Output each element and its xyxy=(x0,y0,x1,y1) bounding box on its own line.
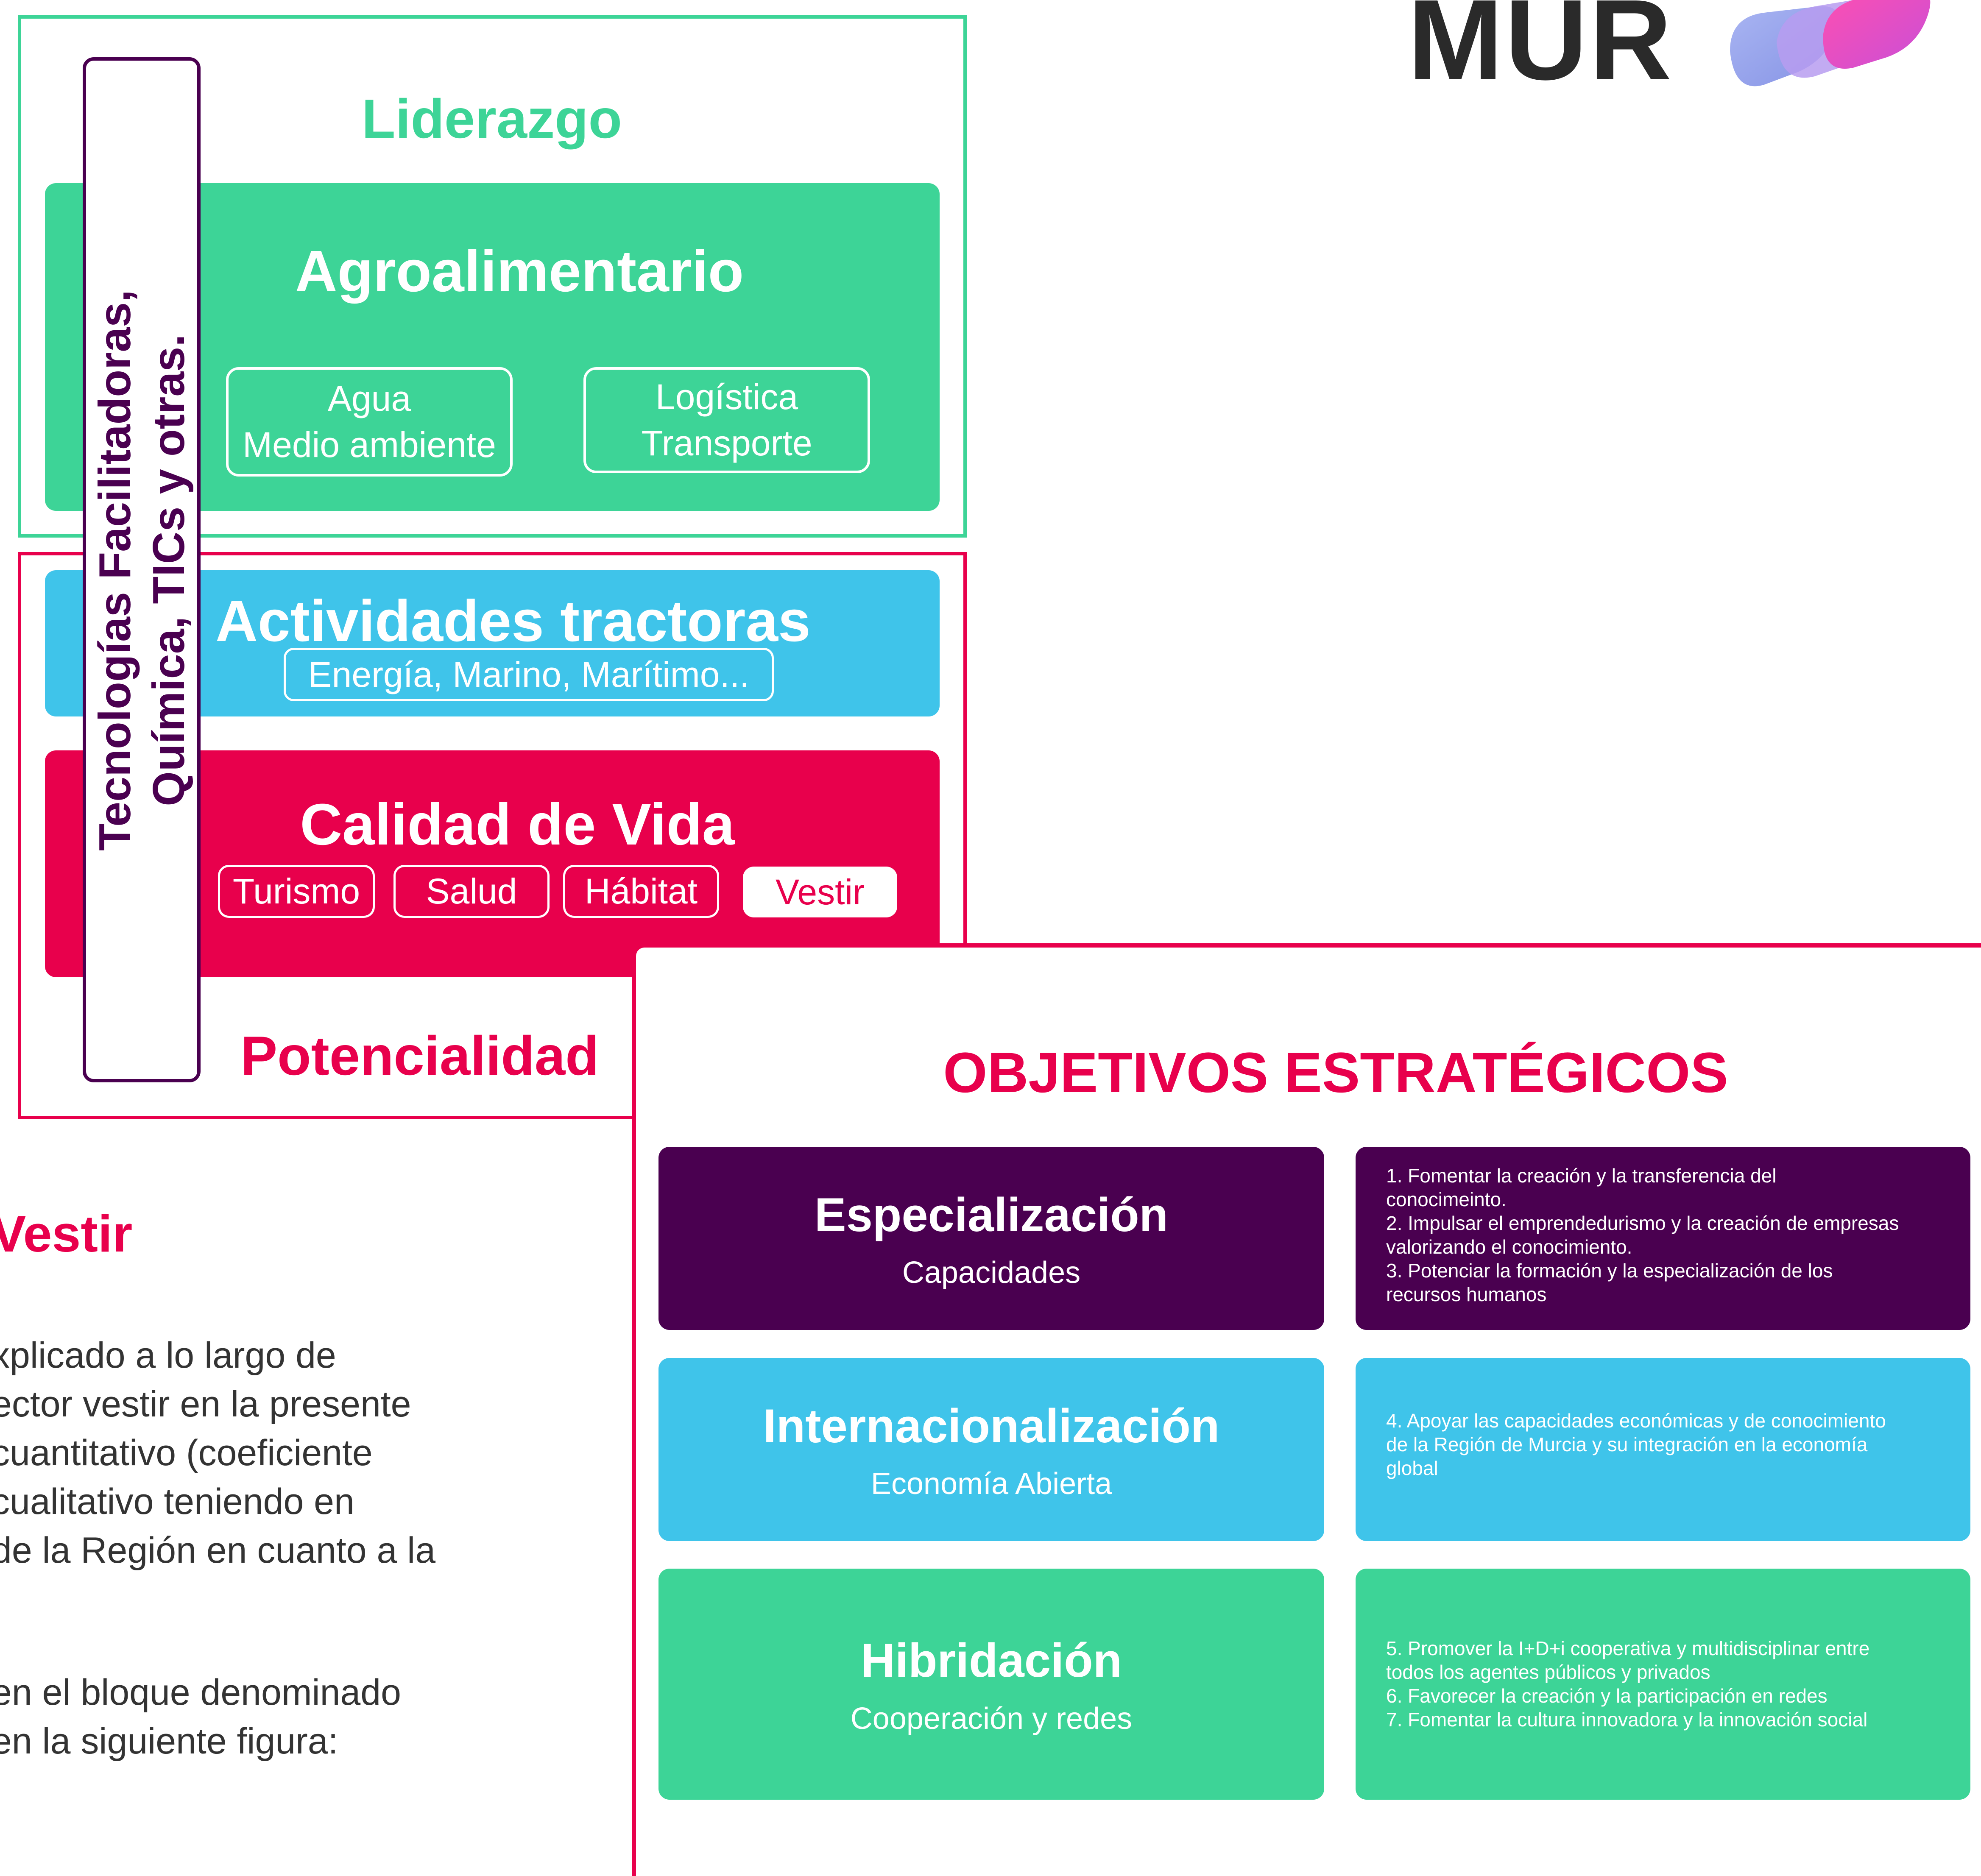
card-subtitle: Economía Abierta xyxy=(871,1467,1112,1501)
card-internacionalizacion: Internacionalización Economía Abierta xyxy=(658,1358,1324,1541)
chip-habitat: Hábitat xyxy=(563,865,719,918)
chip-line: Logística xyxy=(655,376,798,417)
agroalimentario-title: Agroalimentario xyxy=(295,238,744,304)
paragraph-line: . xyxy=(0,1575,606,1624)
calidad-title: Calidad de Vida xyxy=(300,792,735,857)
card-subtitle: Cooperación y redes xyxy=(850,1701,1133,1736)
objective-line: 2. Impulsar el emprendedurismo y la crea… xyxy=(1386,1212,1899,1234)
paragraph-line: de la Región en cuanto a la xyxy=(0,1530,436,1571)
document-paragraph-2: en el bloque denominado en la siguiente … xyxy=(0,1668,606,1766)
objective-line: 7. Fomentar la cultura innovadora y la i… xyxy=(1386,1709,1868,1731)
card-internacionalizacion-objectives: 4. Apoyar las capacidades económicas y d… xyxy=(1356,1358,1970,1541)
card-especializacion-objectives: 1. Fomentar la creación y la transferenc… xyxy=(1356,1147,1970,1330)
objective-line: 5. Promover la I+D+i cooperativa y multi… xyxy=(1386,1637,1870,1659)
logo-text: MUR xyxy=(1408,0,1674,104)
paragraph-line: ector vestir en la presente xyxy=(0,1384,411,1424)
chip-line: Transporte xyxy=(641,423,812,463)
logo-mark-icon xyxy=(1730,0,1931,86)
card-title: Especialización xyxy=(814,1188,1169,1241)
tecnologias-band-text: Tecnologías Facilitadoras, Química, TICs… xyxy=(89,61,194,1079)
chip-line: Medio ambiente xyxy=(243,425,496,465)
objective-line: 4. Apoyar las capacidades económicas y d… xyxy=(1386,1410,1886,1432)
card-subtitle: Capacidades xyxy=(902,1256,1081,1290)
objective-line: de la Región de Murcia y su integración … xyxy=(1386,1433,1868,1455)
liderazgo-frame xyxy=(18,15,967,538)
paragraph-line: cualitativo teniendo en xyxy=(0,1481,354,1522)
objective-line: conocimeinto. xyxy=(1386,1188,1507,1210)
paragraph-line: xplicado a lo largo de xyxy=(0,1335,336,1376)
objective-line: 6. Favorecer la creación y la participac… xyxy=(1386,1685,1828,1707)
potencialidad-frame xyxy=(18,552,967,1119)
objective-line: 3. Potenciar la formación y la especiali… xyxy=(1386,1260,1833,1282)
card-especializacion: Especialización Capacidades xyxy=(658,1147,1324,1330)
objective-line: 1. Fomentar la creación y la transferenc… xyxy=(1386,1165,1777,1187)
band-line-2: Química, TICs y otras. xyxy=(144,334,194,806)
objective-line: global xyxy=(1386,1457,1438,1479)
chip-energia: Energía, Marino, Marítimo... xyxy=(284,648,774,701)
card-title: Internacionalización xyxy=(763,1399,1220,1452)
tecnologias-band xyxy=(83,57,201,1082)
paragraph-line: en el bloque denominado xyxy=(0,1672,401,1713)
document-paragraph-1: xplicado a lo largo de ector vestir en l… xyxy=(0,1331,606,1624)
chip-salud: Salud xyxy=(393,865,550,918)
card-title: Hibridación xyxy=(860,1634,1122,1687)
objective-line: valorizando el conocimiento. xyxy=(1386,1236,1632,1258)
card-hibridacion-objectives: 5. Promover la I+D+i cooperativa y multi… xyxy=(1356,1569,1970,1800)
chip-line: Agua xyxy=(327,378,411,418)
chip-turismo: Turismo xyxy=(218,865,375,918)
chip-vestir: Vestir xyxy=(743,867,897,917)
paragraph-line: en la siguiente figura: xyxy=(0,1721,338,1762)
actividades-title: Actividades tractoras xyxy=(215,588,811,654)
liderazgo-title: Liderazgo xyxy=(362,88,622,150)
objetivos-title: OBJETIVOS ESTRATÉGICOS xyxy=(943,1041,1728,1104)
potencialidad-title: Potencialidad xyxy=(240,1025,599,1087)
document-heading: Vestir xyxy=(0,1205,133,1263)
paragraph-line: cuantitativo (coeficiente xyxy=(0,1433,373,1473)
chip-agua-medio-ambiente: Agua Medio ambiente xyxy=(226,367,513,477)
band-line-1: Tecnologías Facilitadoras, xyxy=(89,290,140,851)
chip-logistica-transporte: Logística Transporte xyxy=(583,367,870,473)
objective-line: recursos humanos xyxy=(1386,1283,1547,1305)
card-hibridacion: Hibridación Cooperación y redes xyxy=(658,1569,1324,1800)
objective-line: todos los agentes públicos y privados xyxy=(1386,1661,1710,1683)
